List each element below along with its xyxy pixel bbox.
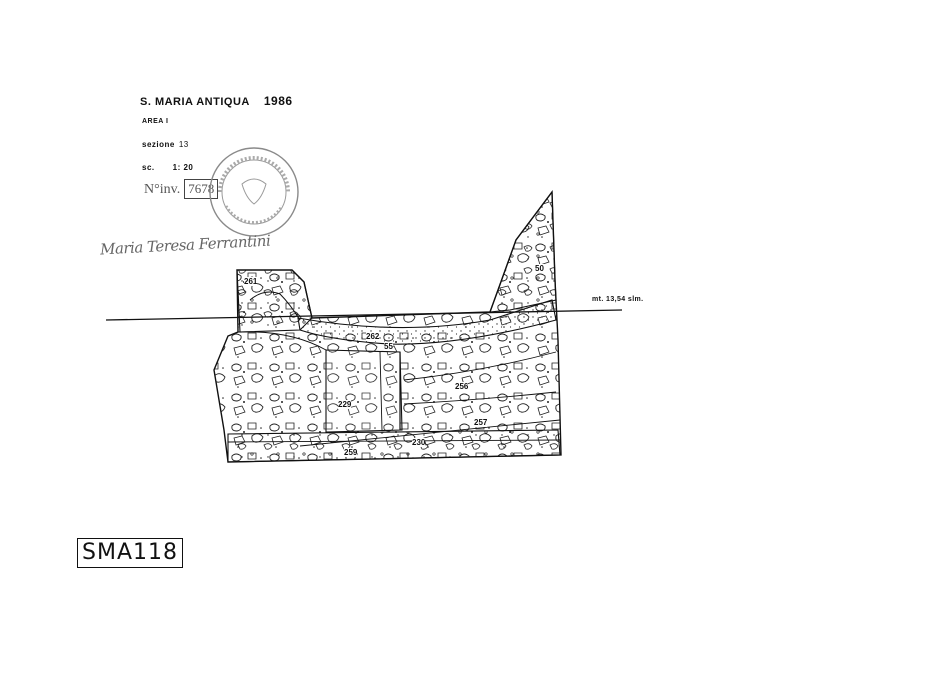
unit-label-259: 259 — [344, 448, 358, 457]
wall-block — [325, 349, 403, 433]
scale-value: 1: 20 — [172, 163, 194, 172]
dotted-upper-layer — [297, 299, 557, 345]
section-caption: sezione — [142, 140, 175, 149]
inventory-number: N°inv.7678 — [144, 179, 219, 199]
interface-lines — [237, 331, 557, 405]
drawing-year: 1986 — [263, 94, 293, 108]
drawing-title: S. MARIA ANTIQUA 1986 — [140, 94, 293, 108]
site-name: S. MARIA ANTIQUA — [140, 96, 250, 108]
unit-label-257: 257 — [474, 418, 488, 427]
datum-label: mt. 13,54 slm. — [592, 296, 644, 303]
unit-label-50: 50 — [535, 264, 544, 273]
archive-stamp — [209, 147, 299, 237]
layer-50-block — [489, 190, 557, 313]
unit-label-256: 256 — [455, 382, 469, 391]
section-number: 13 — [178, 140, 189, 149]
area-label: AREA I — [142, 118, 169, 125]
catalog-code: SMA118 — [77, 538, 183, 568]
scale-label: sc. 1: 20 — [142, 163, 193, 172]
inventory-prefix: N°inv. — [144, 182, 181, 197]
unit-label-261: 261 — [244, 277, 258, 286]
unit-label-230: 230 — [412, 438, 426, 447]
bottom-layer — [227, 419, 561, 463]
unit-label-55: 55 — [384, 342, 393, 351]
inventory-box: 7678 — [184, 179, 219, 199]
unit-label-229: 229 — [338, 400, 352, 409]
datum-line — [105, 309, 623, 321]
scale-caption: sc. — [142, 163, 155, 172]
unit-label-262: 262 — [366, 332, 380, 341]
